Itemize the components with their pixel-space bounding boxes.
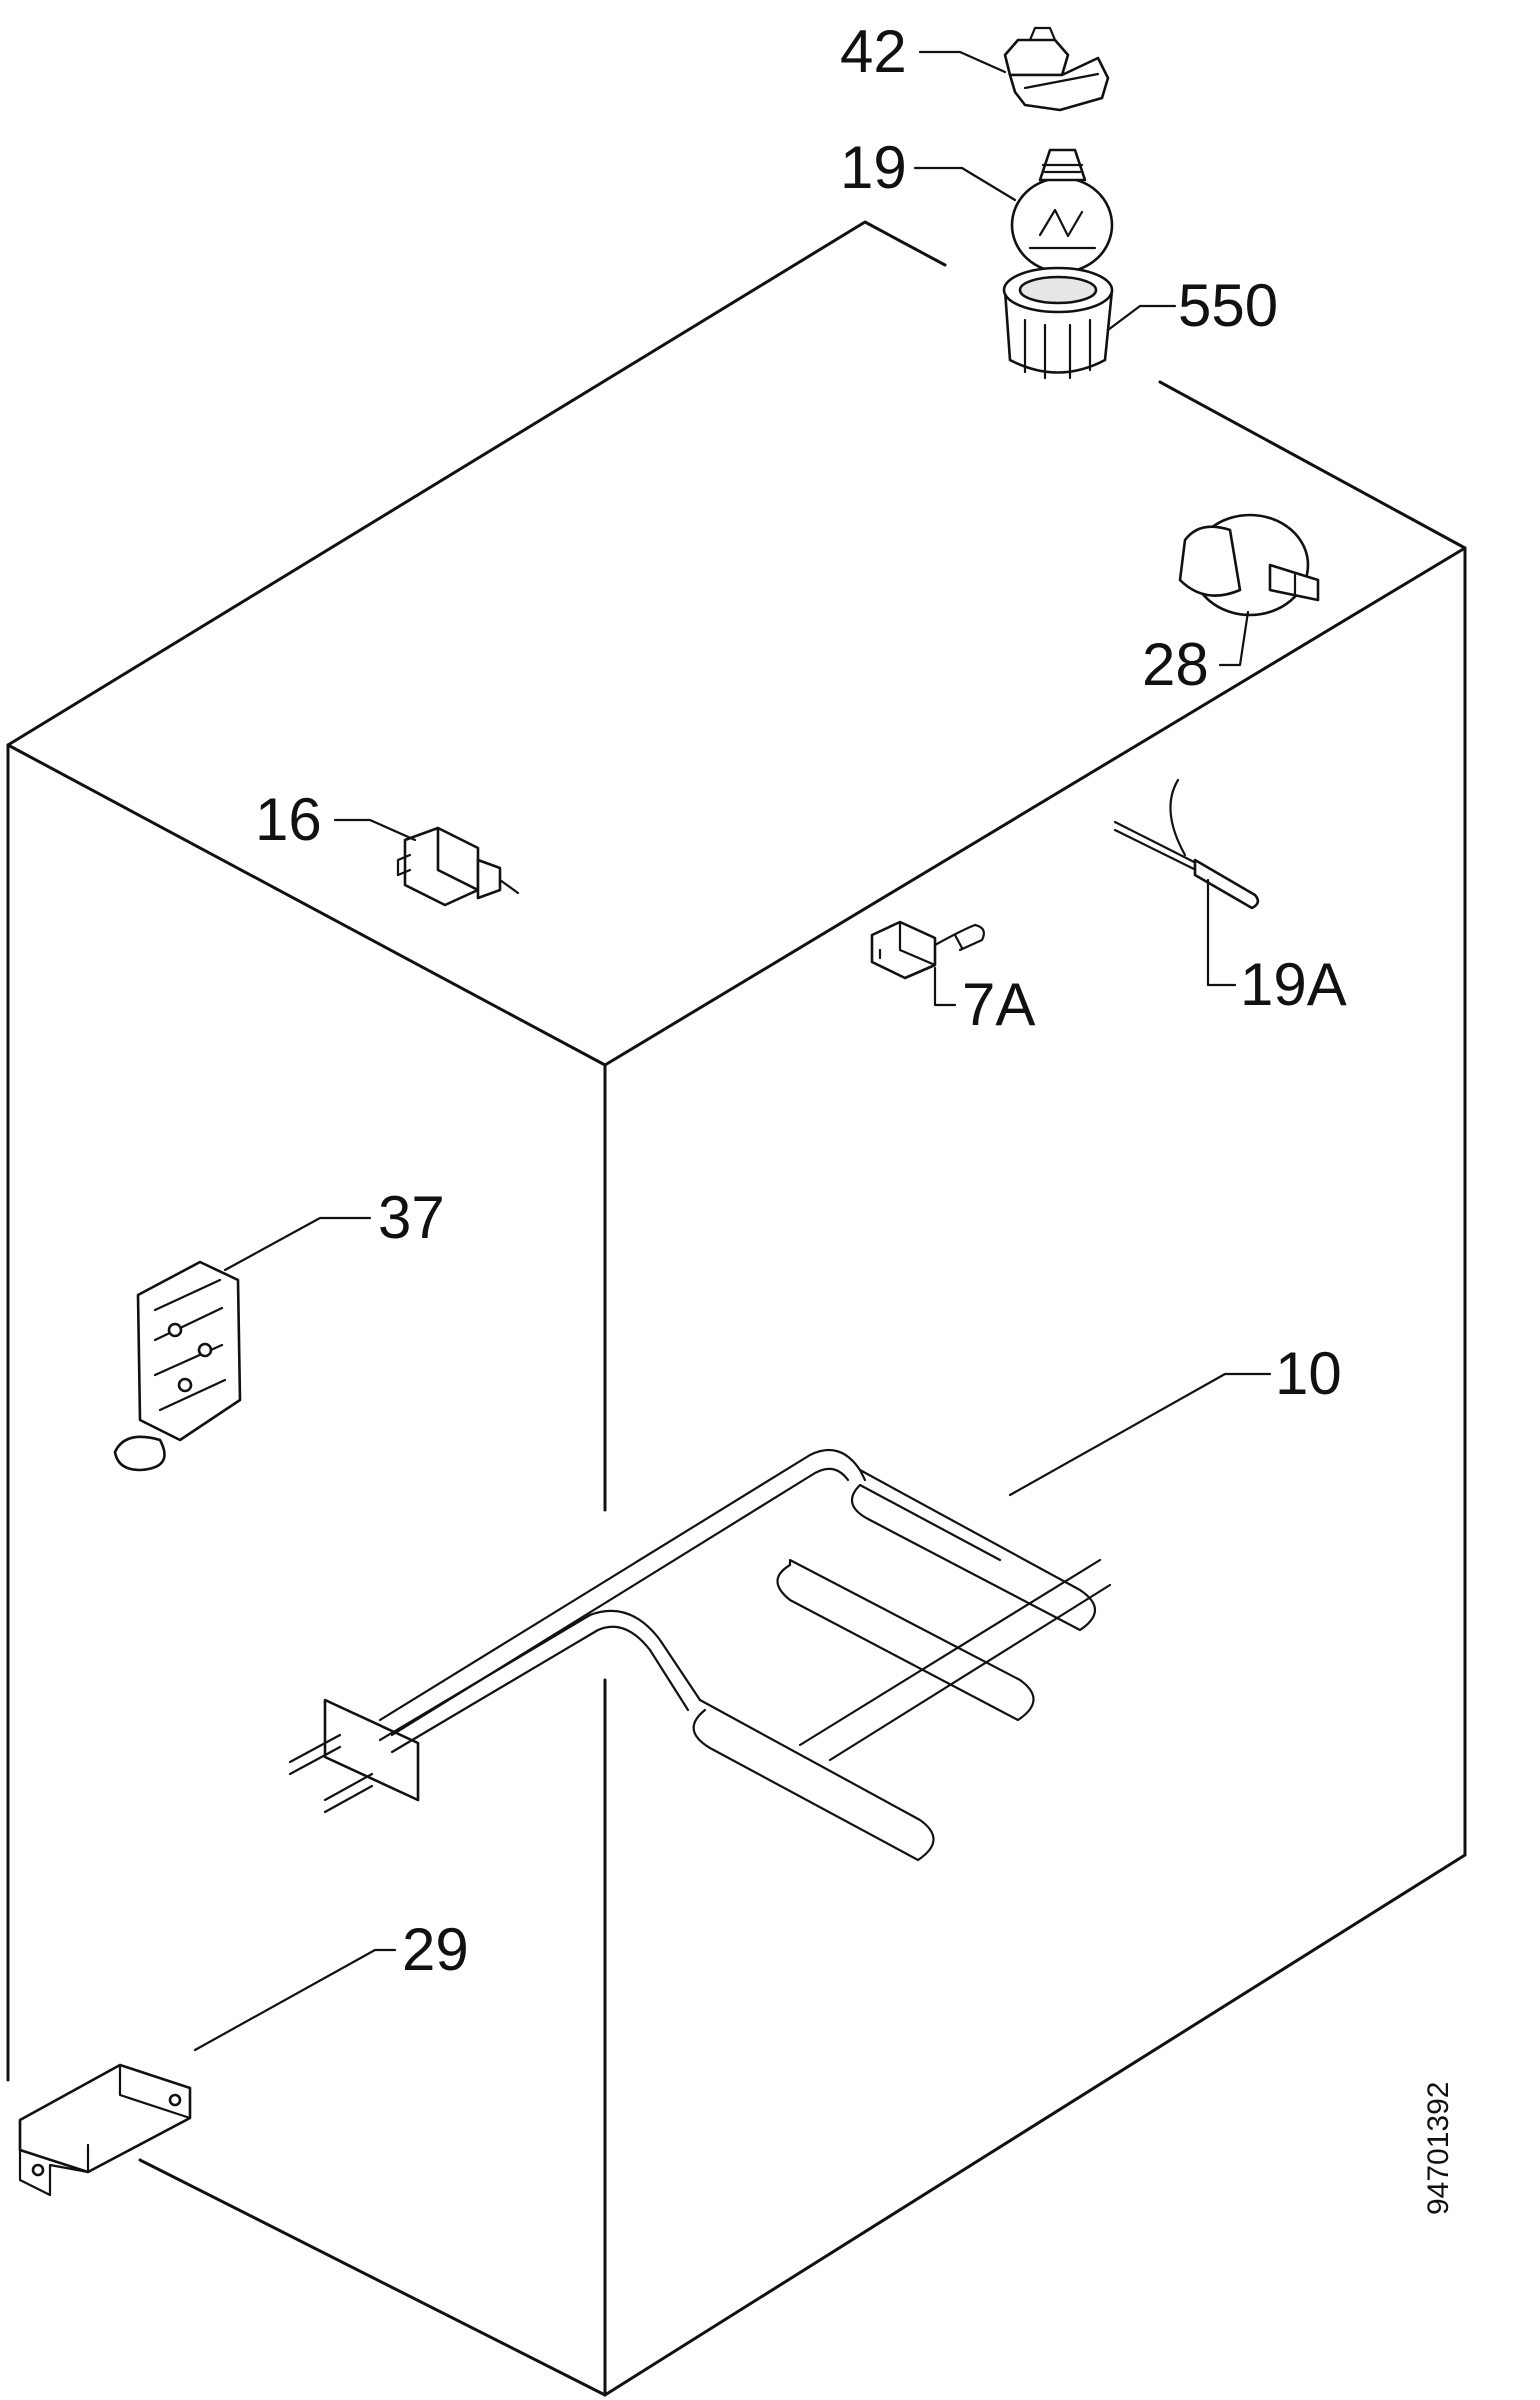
part-10-heating-element	[288, 1448, 1112, 1862]
label-19a: 19A	[1240, 951, 1347, 1018]
leader-19	[913, 166, 1017, 202]
label-28: 28	[1142, 631, 1209, 698]
label-10: 10	[1275, 1340, 1342, 1407]
part-7a-door-switch	[870, 920, 985, 980]
leader-10	[1008, 1372, 1272, 1497]
label-29: 29	[402, 1916, 469, 1983]
part-19-lamp-bulb	[1010, 148, 1114, 274]
part-42-lamp-cover	[1003, 26, 1110, 112]
label-16: 16	[255, 786, 322, 853]
leader-16	[333, 818, 417, 842]
drawing-number: 94701392	[1422, 2082, 1455, 2215]
leader-7a	[933, 966, 957, 1007]
label-19: 19	[840, 134, 907, 201]
part-29-bracket	[18, 2063, 192, 2197]
part-28-thermostat	[1178, 513, 1320, 617]
leader-29	[193, 1948, 397, 2052]
label-7a: 7A	[962, 971, 1035, 1038]
leader-550	[1106, 304, 1177, 332]
leader-28	[1218, 610, 1250, 667]
cabinet-outline	[6, 220, 1467, 2397]
leader-19a	[1206, 878, 1237, 987]
part-16-switch	[396, 826, 520, 907]
part-labels: 42 19 550 28 16 7A 19A 37 10 29	[255, 18, 1347, 1983]
part-550-lamp-glass	[1002, 266, 1114, 380]
label-42: 42	[840, 18, 907, 85]
part-19a-sensor	[1113, 778, 1260, 910]
label-37: 37	[378, 1184, 445, 1251]
leader-42	[918, 50, 1007, 74]
part-37-terminal-block	[113, 1260, 242, 1472]
leader-37	[223, 1216, 372, 1272]
label-550: 550	[1178, 272, 1278, 339]
